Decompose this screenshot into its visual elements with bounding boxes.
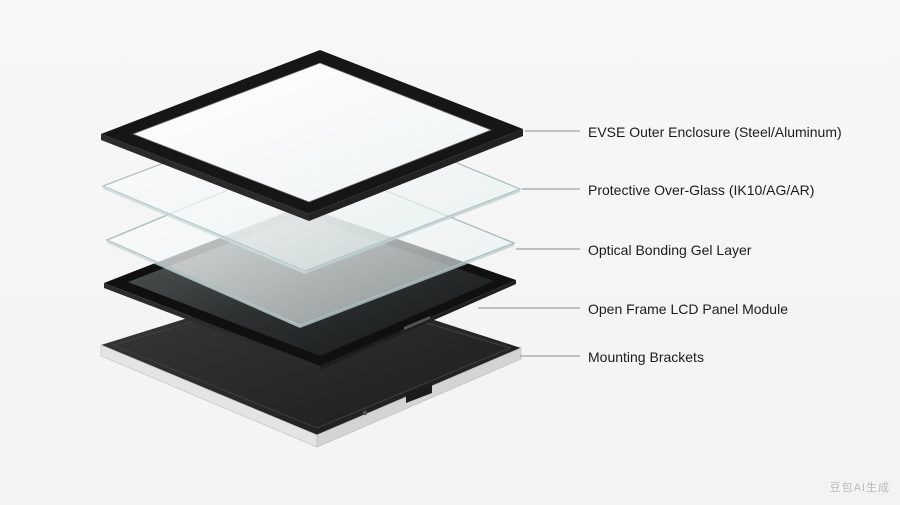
screw-hole-icon [362, 410, 368, 416]
leader-lines [478, 130, 580, 357]
label-outer-enclosure: EVSE Outer Enclosure (Steel/Aluminum) [588, 124, 842, 140]
label-lcd-panel: Open Frame LCD Panel Module [588, 301, 788, 317]
label-bonding-gel: Optical Bonding Gel Layer [588, 242, 752, 258]
label-over-glass: Protective Over-Glass (IK10/AG/AR) [588, 182, 815, 198]
label-mounting-brackets: Mounting Brackets [588, 349, 704, 365]
watermark: 豆包AI生成 [829, 482, 890, 494]
outer-enclosure-layer [101, 50, 523, 221]
connector-port-icon [406, 383, 432, 403]
